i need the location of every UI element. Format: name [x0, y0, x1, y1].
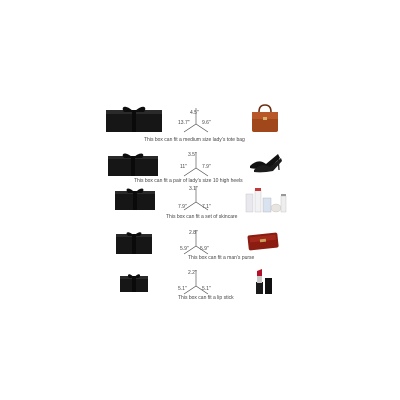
dimension-width: 5.1" [202, 286, 211, 292]
high-heels-icon [248, 148, 284, 174]
lipstick-icon [254, 268, 274, 296]
dimension-width: 7.1" [202, 204, 211, 210]
dimension-height: 3.1" [189, 186, 198, 192]
box-row-1: 4.5" 13.7" 9.6" This box can fit a mediu… [0, 100, 400, 148]
box-caption: This box can fit a lip stick [178, 295, 234, 301]
dimension-height: 4.5" [190, 110, 199, 116]
dimension-length: 5.9" [180, 246, 189, 252]
black-gift-box-xsmall [114, 228, 154, 256]
dimension-height: 2.8" [189, 230, 198, 236]
dimension-diagram: 4.5" 13.7" 9.6" [176, 106, 256, 156]
dimension-diagram: 3.5" 11" 7.9" [176, 150, 256, 200]
dimension-diagram: 2.2" 5.1" 5.1" [176, 268, 256, 318]
dimension-height: 2.2" [188, 270, 197, 276]
black-gift-box-large [104, 104, 164, 134]
black-gift-box-medium [106, 150, 160, 178]
dimension-width: 7.9" [202, 164, 211, 170]
tote-bag-icon [248, 102, 282, 136]
box-caption: This box can fit a pair of lady’s size 1… [134, 178, 243, 184]
mens-purse-icon [246, 230, 280, 252]
black-gift-box-small [113, 184, 157, 212]
dimension-length: 11" [180, 164, 187, 170]
black-gift-box-tiny [118, 270, 150, 294]
box-row-2: 3.5" 11" 7.9" This box can fit a pair of… [0, 146, 400, 192]
dimension-diagram: 3.1" 7.9" 7.1" [176, 184, 256, 234]
dimension-width: 9.6" [202, 120, 211, 126]
dimension-length: 7.9" [178, 204, 187, 210]
dimension-length: 13.7" [178, 120, 190, 126]
box-row-4: 2.8" 5.9" 5.9" This box can fit a man’s … [0, 226, 400, 270]
dimension-width: 5.9" [200, 246, 209, 252]
dimension-length: 5.1" [178, 286, 187, 292]
dimension-height: 3.5" [188, 152, 197, 158]
dimension-diagram: 2.8" 5.9" 5.9" [176, 228, 256, 278]
box-row-3: 3.1" 7.9" 7.1" This box can fit a set of… [0, 182, 400, 226]
box-caption: This box can fit a man’s purse [188, 255, 255, 261]
box-caption: This box can fit a medium size lady’s to… [144, 137, 245, 143]
skincare-set-icon [244, 186, 288, 216]
box-caption: This box can fit a set of skincare [166, 214, 238, 220]
box-row-5: 2.2" 5.1" 5.1" This box can fit a lip st… [0, 266, 400, 310]
